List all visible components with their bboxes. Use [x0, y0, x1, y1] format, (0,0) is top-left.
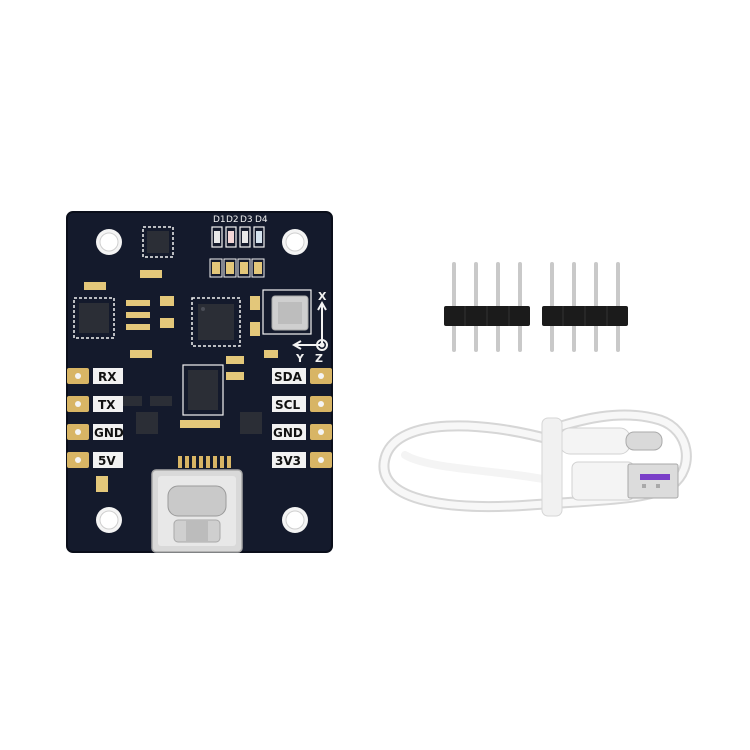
chip-left [73, 297, 115, 339]
pin-label-tx: TX [98, 398, 116, 412]
sensor-board: D1 D2 D3 D4 [66, 211, 333, 553]
pin-label-sda: SDA [274, 370, 303, 384]
usb-c-plug [559, 427, 663, 455]
usb-cable-icon [378, 409, 692, 517]
passive-components [84, 270, 278, 492]
imu-sensor [262, 289, 312, 335]
axis-x-label: X [318, 290, 327, 303]
pin-label-gnd-left: GND [94, 426, 124, 440]
usb-c-connector [151, 456, 243, 553]
pin-label-5v: 5V [98, 454, 116, 468]
chip-middle [182, 364, 224, 416]
right-pin-labels: SDA SCL GND 3V3 [272, 368, 306, 468]
chip-top [142, 226, 174, 258]
leds [211, 226, 265, 248]
pin-header-right [542, 262, 628, 352]
left-pin-labels: RX TX GND 5V [93, 368, 124, 468]
pin-label-3v3: 3V3 [275, 454, 301, 468]
chip-main [191, 297, 241, 347]
right-pads [310, 368, 332, 468]
pin-label-scl: SCL [275, 398, 300, 412]
pin-label-gnd-right: GND [273, 426, 303, 440]
pin-header-left [444, 262, 530, 352]
axis-z-label: Z [315, 352, 323, 365]
axis-y-label: Y [295, 352, 305, 365]
led-label-d2: D2 [226, 215, 239, 225]
led-label-d3: D3 [240, 215, 253, 225]
mounting-holes [96, 229, 308, 533]
left-pads [67, 368, 89, 468]
usb-a-plug [571, 461, 679, 501]
led-label-d4: D4 [255, 215, 268, 225]
pin-label-rx: RX [98, 370, 117, 384]
axis-indicator [291, 300, 328, 351]
led-label-d1: D1 [213, 215, 226, 225]
